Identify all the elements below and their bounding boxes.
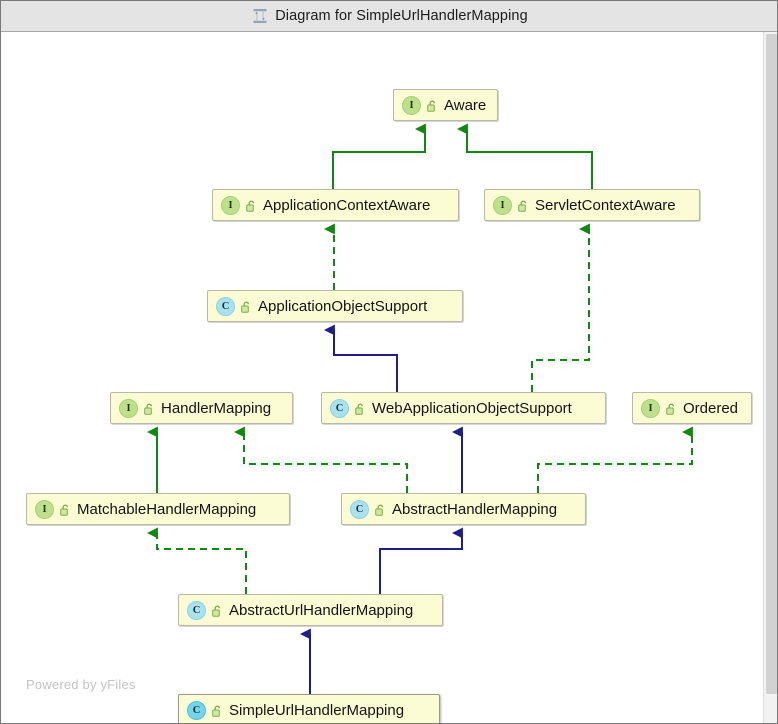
class-node-label: HandlerMapping: [161, 399, 272, 417]
diagram-hierarchy-icon: [252, 8, 268, 24]
interface-badge-icon: I: [493, 195, 512, 215]
public-unlocked-padlock-icon: [246, 199, 257, 212]
class-badge-icon: C: [216, 296, 235, 316]
edge-WebApplicationObjectSupport-to-ApplicationObjectSupport[interactable]: [323, 324, 398, 392]
public-unlocked-padlock-icon: [212, 604, 223, 617]
class-node-label: ApplicationObjectSupport: [258, 297, 428, 315]
class-node-MatchableHandlerMapping[interactable]: I MatchableHandlerMapping: [26, 493, 290, 525]
class-badge-icon: C: [350, 499, 369, 519]
interface-badge-icon: I: [221, 195, 240, 215]
edge-WebApplicationObjectSupport-to-ServletContextAware[interactable]: [531, 223, 590, 392]
public-unlocked-padlock-icon: [212, 704, 223, 717]
edge-ServletContextAware-to-Aware[interactable]: [456, 123, 593, 189]
vertical-scroll-thumb[interactable]: [766, 34, 777, 694]
class-node-HandlerMapping[interactable]: I HandlerMapping: [110, 392, 293, 424]
public-unlocked-padlock-icon: [241, 300, 252, 313]
class-node-ServletContextAware[interactable]: I ServletContextAware: [484, 189, 700, 221]
class-node-label: ApplicationContextAware: [263, 196, 431, 214]
edge-AbstractHandlerMapping-to-HandlerMapping[interactable]: [233, 426, 408, 493]
public-unlocked-padlock-icon: [375, 503, 386, 516]
class-node-ApplicationObjectSupport[interactable]: C ApplicationObjectSupport: [207, 290, 463, 322]
interface-badge-icon: I: [119, 398, 138, 418]
class-node-label: SimpleUrlHandlerMapping: [229, 701, 405, 719]
interface-badge-icon: I: [35, 499, 54, 519]
class-node-Ordered[interactable]: I Ordered: [632, 392, 752, 424]
public-unlocked-padlock-icon: [144, 402, 155, 415]
class-node-Aware[interactable]: I Aware: [393, 89, 498, 121]
public-unlocked-padlock-icon: [60, 503, 71, 516]
class-node-label: WebApplicationObjectSupport: [372, 399, 572, 417]
edge-AbstractHandlerMapping-to-Ordered[interactable]: [537, 426, 693, 493]
edge-ApplicationContextAware-to-Aware[interactable]: [332, 123, 426, 189]
class-node-SimpleUrlHandlerMapping[interactable]: C SimpleUrlHandlerMapping: [178, 694, 440, 723]
class-node-WebApplicationObjectSupport[interactable]: C WebApplicationObjectSupport: [321, 392, 606, 424]
interface-badge-icon: I: [641, 398, 660, 418]
class-node-label: Ordered: [683, 399, 739, 417]
class-node-ApplicationContextAware[interactable]: I ApplicationContextAware: [212, 189, 459, 221]
class-node-label: AbstractHandlerMapping: [392, 500, 558, 518]
window-title: Diagram for SimpleUrlHandlerMapping: [275, 8, 528, 24]
interface-badge-icon: I: [402, 95, 421, 115]
window-titlebar: Diagram for SimpleUrlHandlerMapping: [1, 1, 777, 32]
public-unlocked-padlock-icon: [355, 402, 366, 415]
class-badge-icon: C: [187, 600, 206, 620]
vertical-scrollbar[interactable]: [763, 32, 777, 723]
public-unlocked-padlock-icon: [666, 402, 677, 415]
class-node-label: MatchableHandlerMapping: [77, 500, 257, 518]
class-badge-icon: C: [330, 398, 349, 418]
edge-AbstractUrlHandlerMapping-to-MatchableHandlerMapping[interactable]: [146, 527, 247, 594]
class-badge-icon: C: [187, 700, 206, 720]
class-node-AbstractUrlHandlerMapping[interactable]: C AbstractUrlHandlerMapping: [178, 594, 443, 626]
class-node-label: ServletContextAware: [535, 196, 676, 214]
class-node-AbstractHandlerMapping[interactable]: C AbstractHandlerMapping: [341, 493, 586, 525]
class-node-label: AbstractUrlHandlerMapping: [229, 601, 414, 619]
class-node-label: Aware: [444, 96, 487, 114]
edge-AbstractUrlHandlerMapping-to-AbstractHandlerMapping[interactable]: [379, 527, 463, 594]
public-unlocked-padlock-icon: [427, 99, 438, 112]
public-unlocked-padlock-icon: [518, 199, 529, 212]
yfiles-watermark: Powered by yFiles: [26, 677, 136, 692]
